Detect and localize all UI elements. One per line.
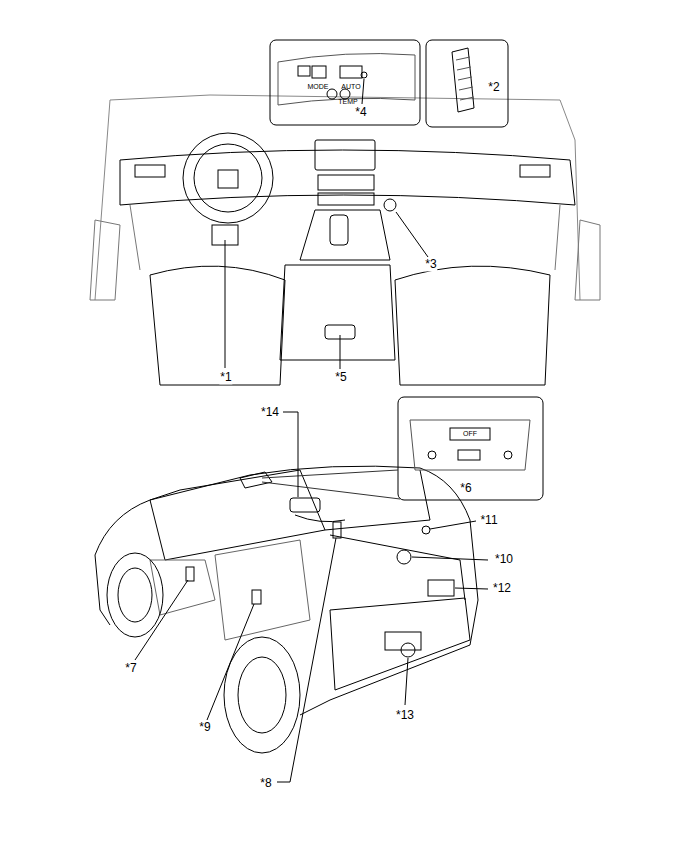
- panel-text: TEMP: [337, 98, 358, 106]
- panel-text: OFF: [462, 430, 478, 438]
- callout-number: *9: [198, 721, 211, 734]
- callout-number: *8: [259, 777, 272, 790]
- panel-text: MODE: [307, 83, 330, 91]
- callout-number: *14: [260, 406, 280, 419]
- callout-number: *13: [395, 709, 415, 722]
- exterior-view: [95, 397, 543, 782]
- callout-number: *6: [459, 482, 472, 495]
- callout-number: *7: [124, 662, 137, 675]
- callout-number: *4: [354, 106, 367, 119]
- callout-number: *5: [334, 371, 347, 384]
- callout-number: *2: [487, 81, 500, 94]
- interior-view: [90, 40, 600, 385]
- callout-number: *3: [424, 258, 437, 271]
- panel-text: AUTO: [340, 83, 361, 91]
- callout-number: *12: [492, 582, 512, 595]
- callout-number: *10: [494, 553, 514, 566]
- callout-number: *1: [219, 371, 232, 384]
- callout-number: *11: [479, 514, 498, 527]
